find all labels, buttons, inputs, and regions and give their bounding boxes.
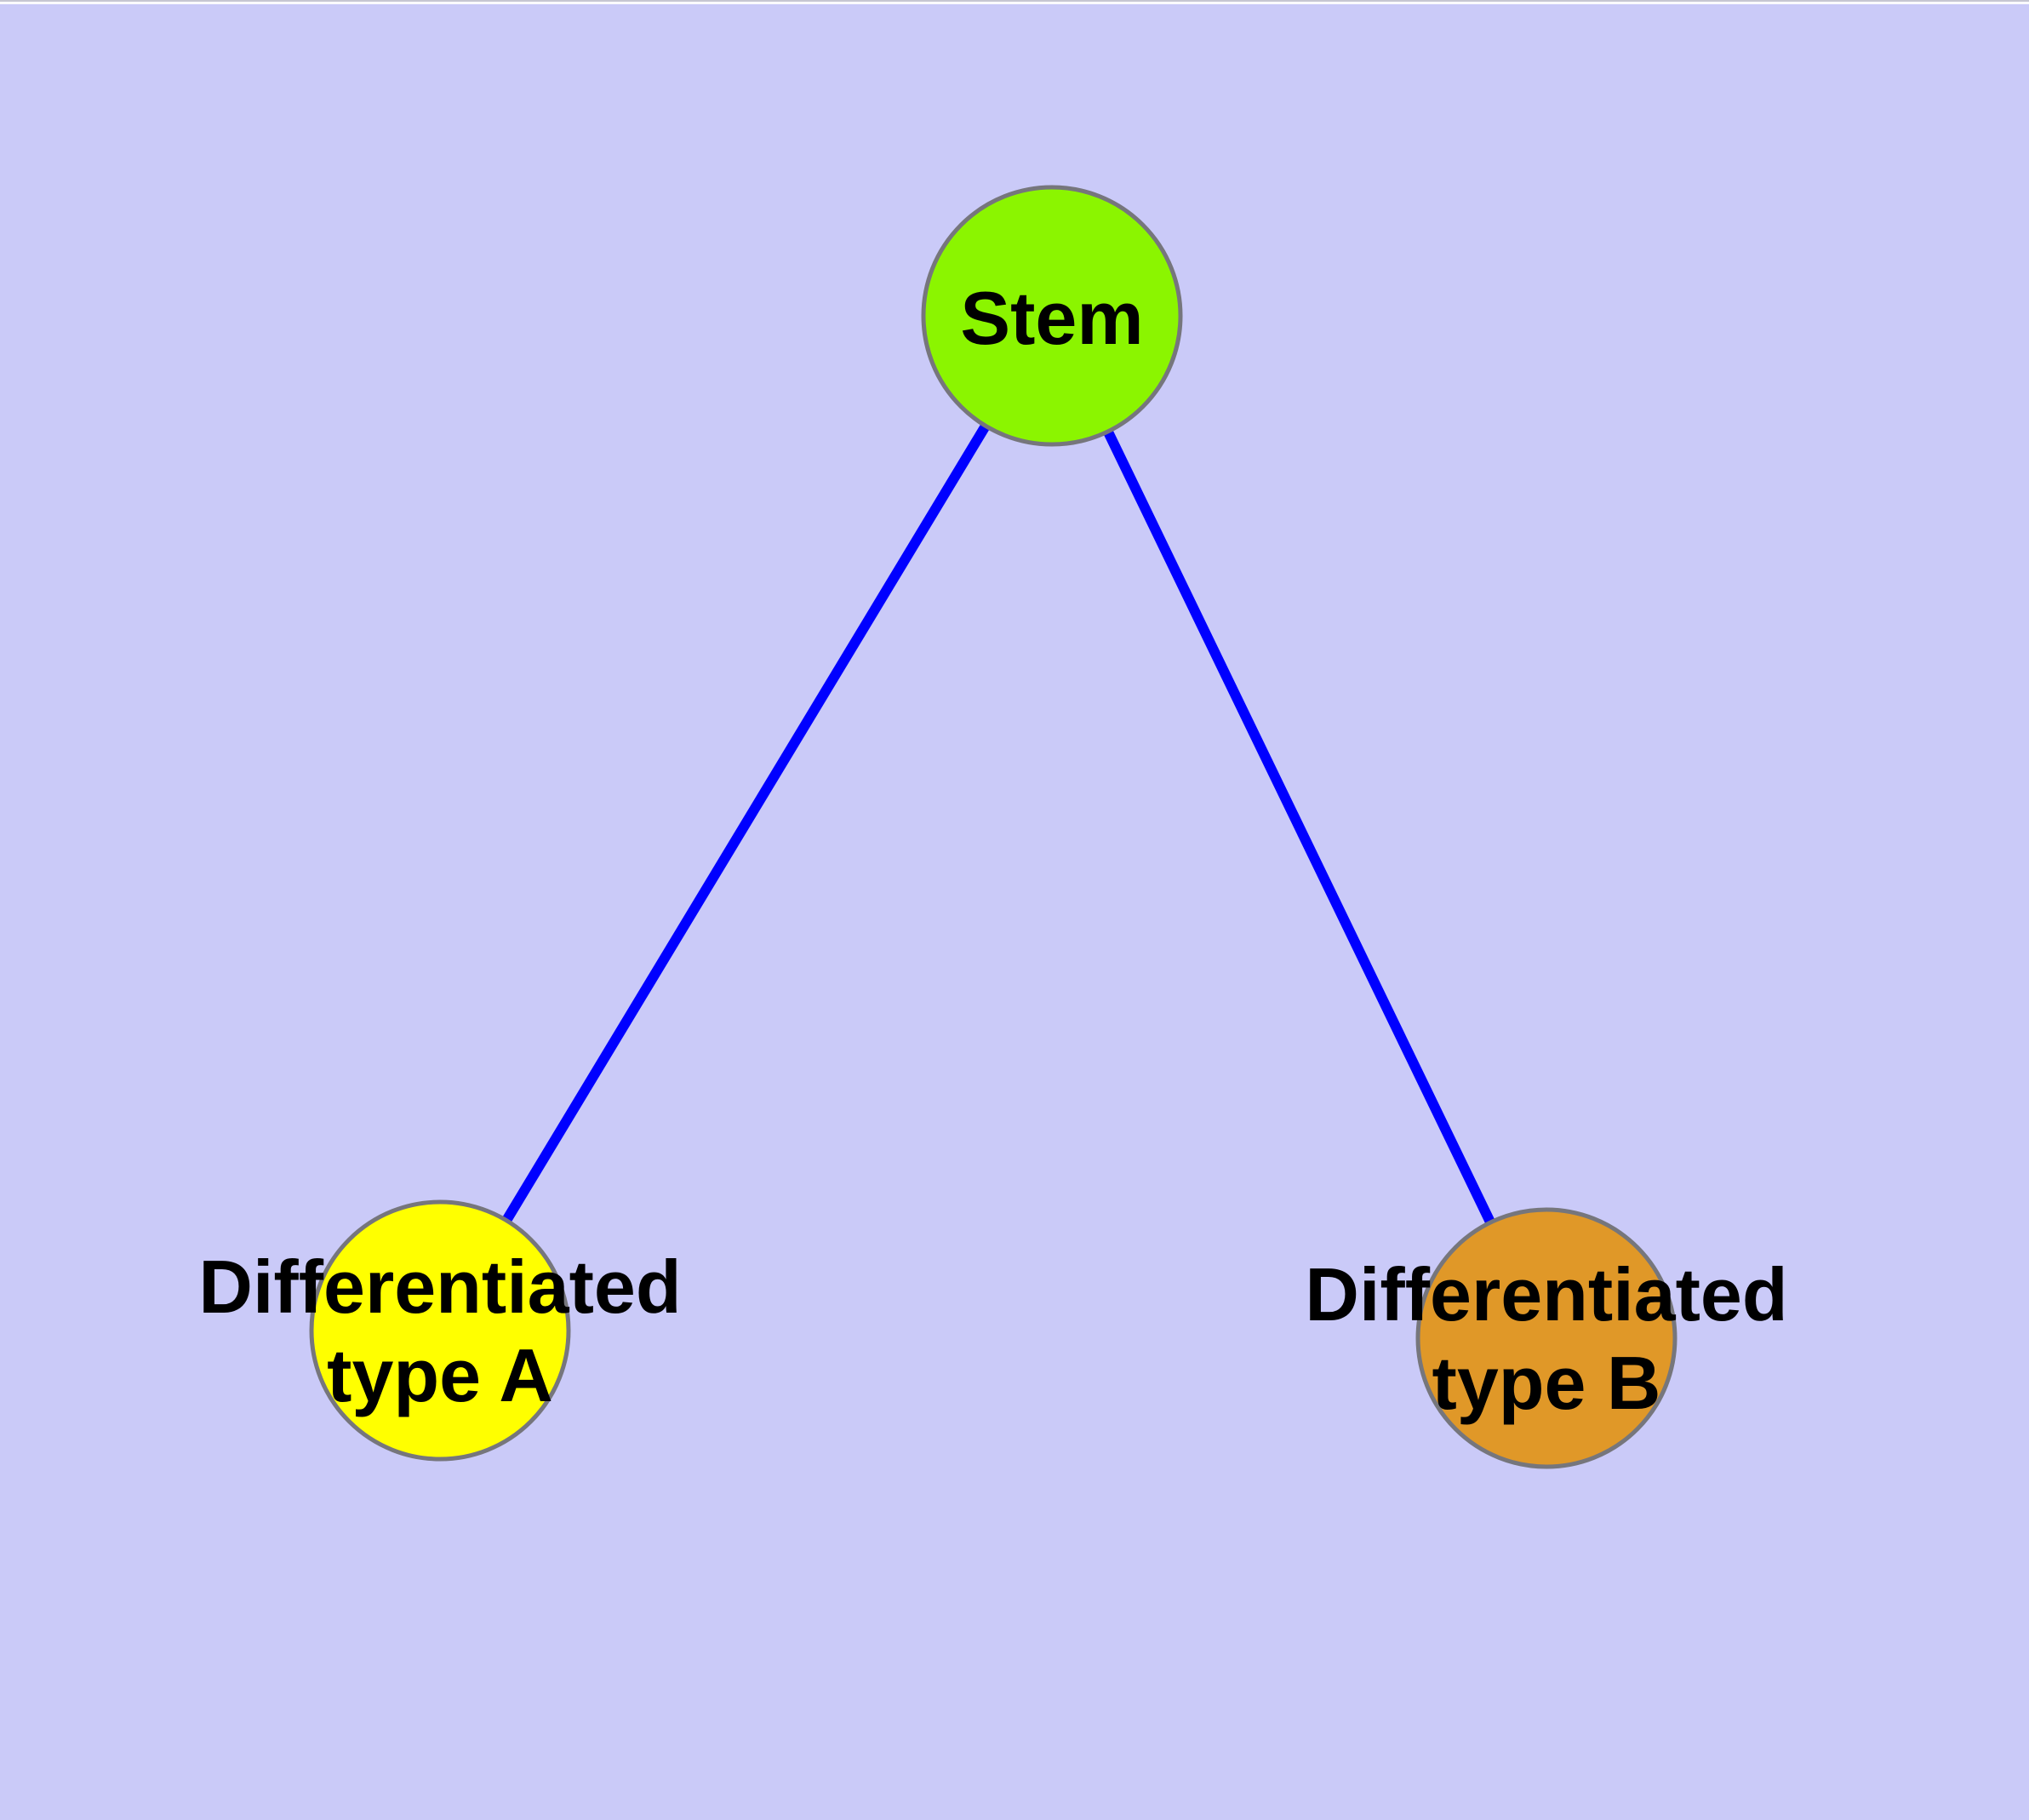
node-differentiated-type-b-circle [1415,1207,1677,1469]
node-differentiated-type-a-label: Differentiated type A [198,1245,682,1417]
edge-stem-to-type-a [435,312,1057,1334]
canvas-top-margin [0,0,2029,4]
node-stem-label: Stem [960,276,1144,360]
node-differentiated-type-b-label: Differentiated type B [1305,1252,1788,1425]
node-stem-circle [921,185,1183,447]
node-differentiated-type-a-circle [309,1199,571,1462]
edge-stem-to-type-b [1047,313,1552,1341]
